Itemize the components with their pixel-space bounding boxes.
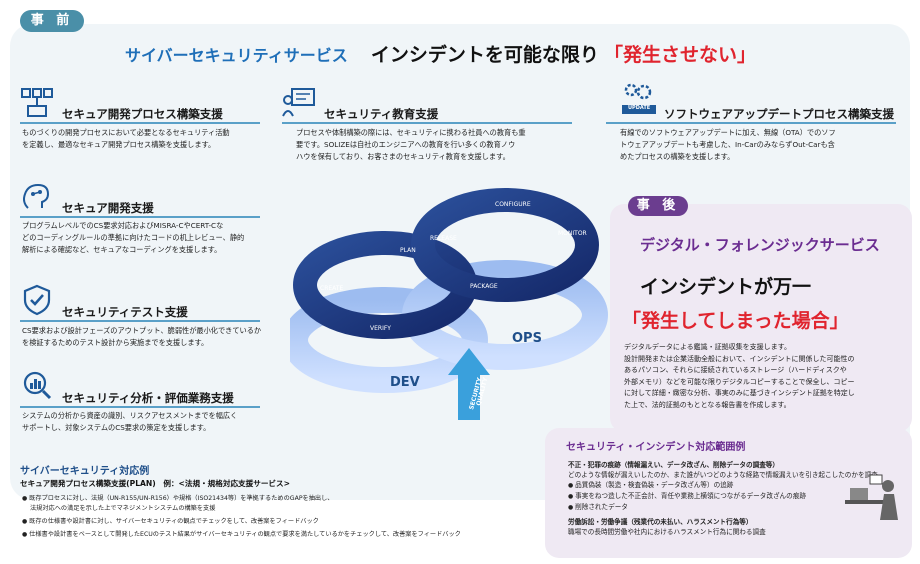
service-security-test [22, 284, 52, 320]
forensic-body: デジタルデータによる鑑識・証拠収集を支援します。 設計開発または企業活動全般にお… [624, 343, 855, 409]
divider [20, 122, 260, 124]
shield-check-icon [23, 284, 51, 316]
service-title-analysis: セキュリティ分析・評価業務支援 [62, 391, 234, 405]
service-secure-development [20, 180, 54, 218]
headline-service: サイバーセキュリティサービス [125, 46, 348, 65]
teacher-icon [282, 88, 315, 117]
service-body-security-test: CS要求および設計フェーズのアウトプット、脆弱性が最小化できているか を検証する… [22, 326, 262, 347]
service-title-secure-development: セキュア開発支援 [62, 201, 154, 215]
process-icon [21, 88, 53, 117]
example-item: 仕様書や設計書をベースとして開発したECUのテスト結果がサイバーセキュリティの観… [22, 530, 542, 540]
post-incident-panel [610, 204, 912, 432]
scope-list: 不正・犯罪の痕跡（情報漏えい、データ改ざん、削除データの調査等） どのような情報… [568, 460, 908, 537]
dev-ring [290, 287, 488, 393]
example-subtitle: セキュア開発プロセス構築支援(PLAN) 例：<法規・規格対応支援サービス> [20, 479, 290, 488]
investigator-illustration [845, 474, 898, 520]
service-title-secure-process: セキュア開発プロセス構築支援 [62, 107, 223, 121]
example-item-cont: 法規対応への満足を示した上でマネジメントシステムの構築を支援 [30, 505, 216, 512]
right-loop [411, 188, 599, 302]
service-body-education: プロセスや体制構築の際には、セキュリティに携わる社員への教育も重 要です。SOL… [296, 128, 526, 161]
divider [282, 122, 572, 124]
loop-label-release: RELEASE [430, 235, 457, 242]
update-gear-icon [622, 83, 656, 114]
scope-heading: 不正・犯罪の痕跡（情報漏えい、データ改ざん、削除データの調査等） [568, 461, 779, 469]
example-list: 既存プロセスに対し、法規（UN-R155/UN-R156）や規格（ISO2143… [22, 494, 542, 540]
ops-label: OPS [512, 331, 542, 346]
loop-label-package: PACKAGE [470, 283, 498, 290]
loop-label-verify: VERIFY [370, 325, 391, 332]
scope-description: 職場での長時間労働や社内におけるハラスメント行為に関わる調査 [568, 528, 766, 536]
scope-heading: 労働訴訟・労働争議（残業代の未払い、ハラスメント行為等） [568, 518, 753, 526]
service-title-education: セキュリティ教育支援 [324, 107, 439, 121]
scope-item: 事実をねつ造した不正会計、背任や業務上横領につながるデータ改ざんの痕跡 [568, 491, 908, 502]
divider [20, 320, 260, 322]
forensic-lead: インシデントが万一 [640, 276, 812, 298]
example-title: サイバーセキュリティ対応例 [20, 466, 150, 477]
headline: サイバーセキュリティサービス インシデントを可能な限り 「発生させない」 [125, 40, 756, 67]
forensic-title: デジタル・フォレンジックサービス [640, 236, 880, 254]
service-body-update: 有線でのソフトウェアアップデートに加え、無線（OTA）でのソフ トウェアアップデ… [620, 128, 836, 161]
service-body-secure-development: プログラムレベルでのCS要求対応およびMISRA-CやCERT-Cな どのコーデ… [22, 221, 245, 254]
service-body-analysis: システムの分析から資産の識別、リスクアセスメントまでを幅広く サポートし、対象シ… [22, 411, 238, 432]
loop-label-plan: PLAN [400, 247, 416, 254]
forensic-emphasis: 「発生してしまった場合」 [622, 310, 849, 332]
loop-label-configure: CONFIGURE [495, 201, 531, 208]
service-education [282, 86, 316, 124]
scope-title: セキュリティ・インシデント対応範囲例 [566, 442, 746, 453]
example-item: 既存の仕様書や設計書に対し、サイバーセキュリティの観点でチェックをして、改善案を… [22, 517, 542, 527]
pre-tag: 事 前 [20, 10, 84, 32]
analysis-chart-icon [23, 371, 52, 400]
service-update: UPDATE [620, 80, 658, 120]
loop-label-create: CREATE [320, 285, 343, 292]
service-title-security-test: セキュリティテスト支援 [62, 305, 188, 319]
divider [20, 406, 260, 408]
service-secure-process [20, 86, 54, 124]
devops-diagram: PLAN CREATE VERIFY CONFIGURE RELEASE MON… [290, 188, 608, 420]
headline-emphasis: 「発生させない」 [603, 44, 756, 66]
scope-item: 削除されたデータ [568, 502, 908, 513]
loop-label-monitor: MONITOR [558, 230, 587, 237]
brain-circuit-icon [23, 183, 50, 209]
scope-description: どのような情報が漏えいしたのか、また誰がいつどのような経路で情報漏えいを引き起こ… [568, 471, 878, 479]
divider [20, 216, 260, 218]
service-body-secure-process: ものづくりの開発プロセスにおいて必要となるセキュリティ活動 を定義し、最適なセキ… [22, 128, 230, 149]
headline-lead: インシデントを可能な限り [370, 44, 599, 66]
dev-label: DEV [390, 375, 420, 390]
post-tag: 事 後 [628, 196, 688, 216]
service-analysis [22, 370, 52, 404]
example-item: 既存プロセスに対し、法規（UN-R155/UN-R156）や規格（ISO2143… [22, 494, 542, 504]
service-title-update: ソフトウェアアップデートプロセス構築支援 [664, 107, 894, 121]
scope-item: 品質偽装（製造・検査偽装・データ改ざん等）の追跡 [568, 480, 908, 491]
update-icon-label: UPDATE [628, 105, 651, 111]
divider [606, 122, 896, 124]
